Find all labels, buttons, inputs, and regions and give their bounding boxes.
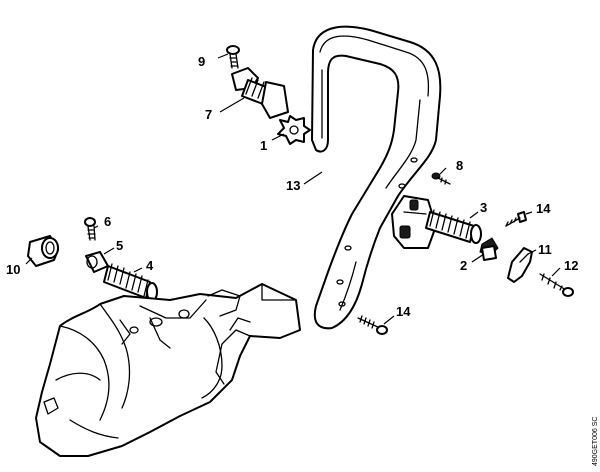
screw-part-12 (539, 273, 574, 297)
callout-14-lower: 14 (396, 304, 411, 319)
annular-buffer-spring-right (425, 209, 482, 244)
tank-housing (35, 283, 301, 457)
screw-part-8 (431, 172, 451, 185)
screw-part-14-lower (357, 315, 388, 335)
callout-11: 11 (538, 242, 552, 257)
callout-3: 3 (480, 200, 487, 215)
plug-part-2 (479, 237, 499, 261)
document-code: 490GET006 SC (592, 417, 599, 466)
callout-5: 5 (116, 238, 123, 253)
callout-1: 1 (260, 138, 267, 153)
handle-mount-bracket (391, 195, 437, 249)
callout-7: 7 (205, 107, 212, 122)
holder-part-5 (85, 251, 109, 273)
screw-part-14-right (505, 211, 527, 227)
callout-14-right: 14 (536, 201, 551, 216)
callout-6: 6 (104, 214, 111, 229)
callout-13: 13 (286, 178, 300, 193)
lever-part-11 (507, 247, 533, 283)
callout-9: 9 (198, 54, 205, 69)
callout-12: 12 (564, 258, 578, 273)
plug-part-10 (27, 235, 59, 267)
annular-buffer-assembly-part-7 (231, 67, 289, 119)
screw-part-9 (226, 45, 240, 69)
callout-8: 8 (456, 158, 463, 173)
callout-2: 2 (460, 258, 467, 273)
callout-4: 4 (146, 258, 154, 273)
leader-lines (25, 53, 561, 325)
callout-10: 10 (6, 262, 20, 277)
screw-part-6 (84, 217, 96, 241)
star-washer-part-1 (277, 115, 311, 145)
front-handle-bar (311, 25, 442, 330)
